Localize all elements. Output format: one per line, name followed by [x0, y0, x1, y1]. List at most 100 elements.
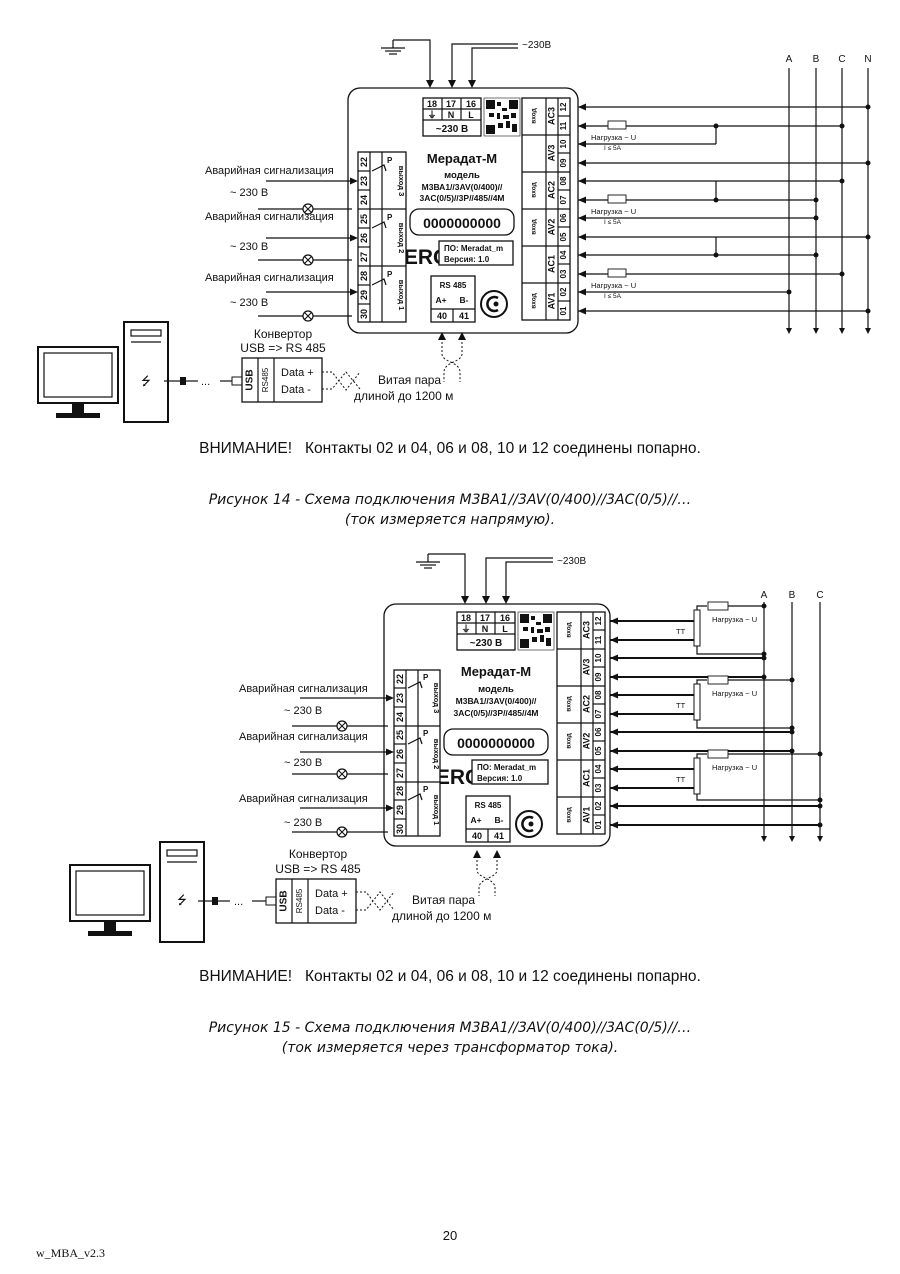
model-line-1: М3ВА1//3AV(0/400)//: [456, 696, 537, 706]
model-line-2: 3AC(0/5)//3P//485//4M: [453, 708, 538, 718]
rs485-title: RS 485: [475, 801, 502, 810]
output-2-label: выход 2: [397, 223, 406, 254]
usb-rs485-converter: Конвертор USB => RS 485 USB RS485 Data +…: [240, 327, 326, 403]
rs485-terminal-40: 40: [437, 311, 447, 321]
input-terminal-12: 12: [559, 102, 568, 111]
relay-terminal-26: 26: [359, 233, 369, 243]
current-transformer-icon: [693, 683, 701, 721]
supply-label: ~230В: [557, 556, 587, 567]
input-ac3: AC3: [546, 107, 556, 125]
converter-data-plus: Data +: [281, 367, 314, 379]
input-kind: вход: [531, 108, 538, 123]
usb-symbol-icon: ⭍: [177, 893, 187, 907]
twisted-pair-label-2: длиной до 1200 м: [354, 389, 453, 403]
alarm-wiring: Аварийная сигнализация ~ 230 В Аварийная…: [239, 683, 394, 838]
serial-number: 0000000000: [423, 215, 501, 231]
usb-rs485-converter: Конвертор USB => RS 485 USB RS485 Data +…: [275, 847, 361, 924]
converter-title-1: Конвертор: [254, 327, 313, 341]
converter-usb-label: USB: [279, 890, 290, 911]
input-terminal-07: 07: [594, 709, 603, 718]
alarm-voltage-3: ~ 230 В: [284, 817, 322, 829]
serial-display: [409, 208, 515, 236]
attention-note-1: ВНИМАНИЕ! Контакты 02 и 04, 06 и 08, 10 …: [199, 440, 701, 457]
load-current-2: I ≤ 5A: [604, 219, 622, 226]
model-line-1: М3ВА1//3AV(0/400)//: [422, 182, 503, 192]
output-2-label: выход 2: [432, 739, 441, 770]
alarm-wiring: Аварийная сигнализация ~ 230 В Аварийная…: [205, 165, 358, 322]
serial-number: 0000000000: [457, 735, 535, 751]
ground-symbol: ⏚: [461, 624, 470, 634]
output-1-label: выход 1: [432, 795, 441, 826]
current-transformer-icon: [693, 609, 701, 647]
load-label-1: Нагрузка ~ U: [712, 763, 757, 772]
output-3-label: выход 3: [397, 166, 406, 197]
input-terminal-12: 12: [594, 616, 603, 625]
input-av3: AV3: [581, 659, 591, 676]
power-supply-wires: ~230В: [381, 39, 552, 88]
input-terminal-01: 01: [559, 306, 568, 315]
phase-n: N: [864, 54, 871, 65]
device-name: Мерадат-М: [427, 151, 497, 166]
wiring-diagram-2: ~230В 18 17 16 ⏚ N L ~230 В Мерадат-М мо…: [0, 530, 900, 960]
power-terminal-block: 18 17 16 ⏚ N L ~230 В: [456, 611, 516, 651]
relay-terminal-28: 28: [395, 786, 405, 796]
load-label-3: Нагрузка ~ U: [591, 281, 636, 290]
converter-title-2: USB => RS 485: [275, 862, 361, 876]
figure-caption-15-line-1: Рисунок 15 - Схема подключения М3ВА1//3A…: [208, 1020, 692, 1036]
alarm-voltage-1: ~ 230 В: [230, 187, 268, 199]
load-label-2: Нагрузка ~ U: [712, 689, 757, 698]
power-supply-wires: ~230В: [416, 553, 587, 604]
input-terminal-03: 03: [594, 783, 603, 792]
figure-caption-14-line-2: (ток измеряется напрямую).: [344, 512, 556, 528]
load-label-3: Нагрузка ~ U: [712, 615, 757, 624]
relay-outputs: 22 23 24 25 26 27 28 29 30 P P P выход 3…: [357, 151, 407, 323]
input-terminal-08: 08: [594, 690, 603, 699]
load-resistor-icon: [607, 268, 627, 278]
input-terminal-09: 09: [594, 672, 603, 681]
rs485-pin-b: B-: [460, 295, 469, 305]
relay-terminal-29: 29: [395, 805, 405, 815]
relay-terminal-30: 30: [395, 824, 405, 834]
rs485-terminal-40: 40: [472, 831, 482, 841]
converter-rs485-label: RS485: [295, 888, 304, 913]
cable-ellipsis: ...: [234, 896, 243, 908]
relay-terminal-25: 25: [395, 730, 405, 740]
phase-a: A: [761, 590, 768, 601]
input-kind: вход: [531, 182, 538, 197]
input-av2: AV2: [581, 733, 591, 750]
input-terminal-09: 09: [559, 158, 568, 167]
software-label: ПО: Meradat_m: [477, 763, 536, 772]
attention-note-2: ВНИМАНИЕ! Контакты 02 и 04, 06 и 08, 10 …: [199, 968, 701, 985]
relay-contact-label: P: [423, 673, 429, 682]
certification-mark-icon: [515, 810, 543, 838]
power-terminal-18: 18: [427, 99, 437, 109]
model-label: модель: [444, 170, 480, 181]
phase-b: B: [813, 54, 820, 65]
output-1-label: выход 1: [397, 280, 406, 311]
input-av1: AV1: [546, 293, 556, 310]
input-kind: вход: [566, 696, 573, 711]
twisted-pair: Витая пара длиной до 1200 м: [356, 850, 501, 923]
rs485-title: RS 485: [440, 281, 467, 290]
twisted-pair: Витая пара длиной до 1200 м: [322, 332, 466, 403]
relay-terminal-26: 26: [395, 749, 405, 759]
input-terminal-06: 06: [594, 727, 603, 736]
load-resistor-icon: [707, 675, 729, 685]
load-current-1: I ≤ 5A: [604, 145, 622, 152]
figure-caption-14-line-1: Рисунок 14 - Схема подключения М3ВА1//3A…: [208, 492, 692, 508]
input-terminal-02: 02: [559, 287, 568, 296]
version-label: Версия: 1.0: [444, 255, 490, 264]
relay-contact-label: P: [423, 785, 429, 794]
power-terminal-16: 16: [500, 613, 510, 623]
converter-title-2: USB => RS 485: [240, 341, 326, 355]
alarm-voltage-2: ~ 230 В: [284, 757, 322, 769]
input-terminal-02: 02: [594, 801, 603, 810]
usb-symbol-icon: ⭍: [141, 374, 151, 388]
rs485-terminal-block: RS 485 A+ B- 40 41: [465, 795, 511, 843]
eac-mark: ERC: [436, 766, 480, 789]
relay-terminal-22: 22: [395, 674, 405, 684]
rs485-pin-a: A+: [435, 295, 446, 305]
power-voltage: ~230 В: [436, 124, 469, 135]
rs485-terminal-41: 41: [494, 831, 504, 841]
line-symbol: L: [502, 624, 508, 634]
